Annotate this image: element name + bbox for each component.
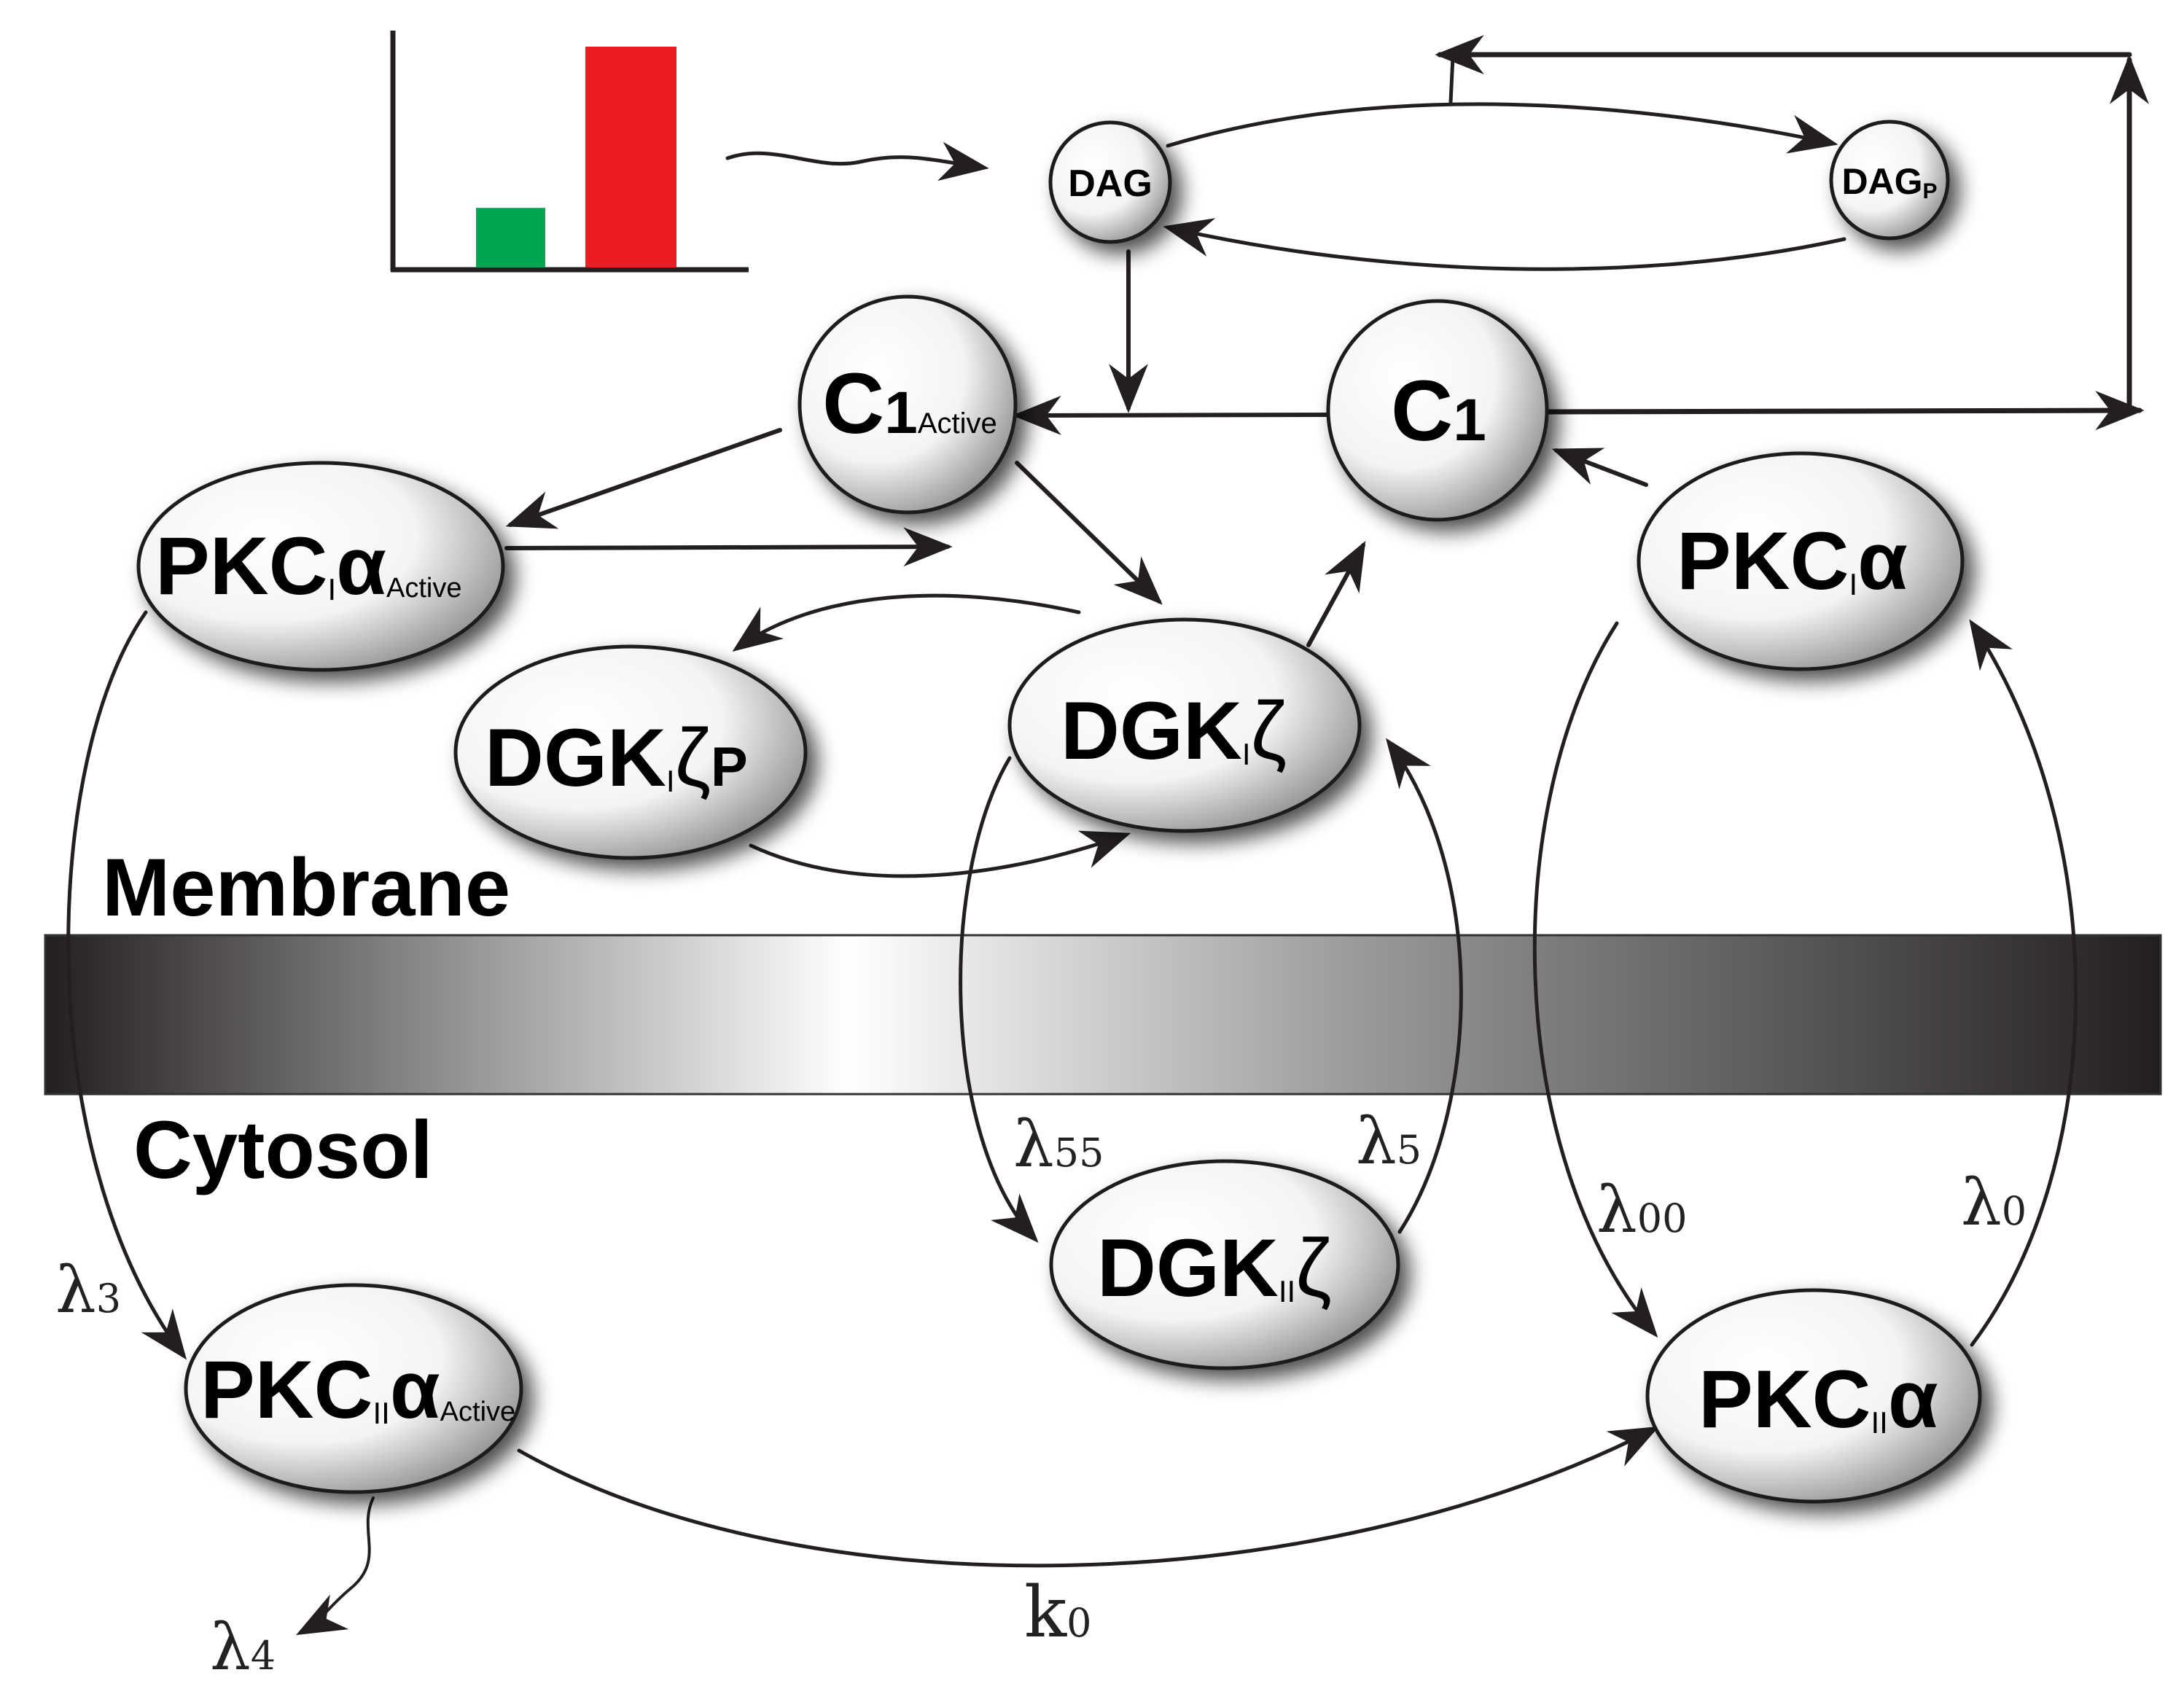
inset-bar-chart: [390, 31, 749, 273]
node-dag-label: DAG: [1068, 163, 1153, 205]
edge-pkcia-to-c1: [1551, 448, 1648, 487]
edge-dgkiz-to-dgkizp: [732, 593, 1081, 652]
edge-pkcia-to-pkciia: [1532, 621, 1658, 1338]
rate-lambda0: λ0: [1961, 1165, 2027, 1240]
edge-c1-to-right: [1545, 391, 2145, 431]
rate-lambda00: λ00: [1596, 1172, 1688, 1247]
edge-top-to-dag-arc: [1448, 55, 1455, 104]
node-dgkiiz: [1049, 1159, 1400, 1370]
nodes: DAG DAGP C1Active C1 PKCIαActive: [136, 120, 1982, 1504]
edge-pkcia-active-to-dgk-loop: [504, 527, 953, 567]
rate-lambda5: λ5: [1356, 1104, 1421, 1179]
node-pkciia: [1645, 1288, 1982, 1504]
edge-c1active-to-pkcia-active: [505, 428, 782, 529]
rate-lambda55: λ55: [1013, 1107, 1104, 1182]
cytosol-label: Cytosol: [133, 1104, 433, 1195]
node-pkcia-label: PKCIα: [1677, 515, 1908, 606]
rate-labels: λ3 λ4 λ55 λ5 λ00 λ0 k0: [55, 1104, 2027, 1685]
node-dgkiz-p: [453, 644, 808, 860]
edge-pkciia-active-to-pkciia: [517, 1426, 1660, 1568]
edge-dgkiz-to-dgkiiz: [959, 756, 1039, 1243]
edge-pkcia-active-to-pkciia-active: [66, 610, 187, 1360]
node-dagp-label: DAGP: [1841, 161, 1937, 203]
node-c1-active-label: C1Active: [822, 356, 997, 452]
edge-dgkizp-to-dgkiz: [749, 830, 1131, 878]
node-dagp: [1829, 120, 1950, 241]
rate-lambda4: λ4: [210, 1609, 276, 1685]
node-c1-label: C1: [1391, 363, 1486, 459]
edge-c1active-to-dgkiz: [1015, 461, 1163, 605]
edge-dagp-to-dag: [1163, 218, 1846, 271]
edge-dgkiz-to-c1: [1306, 541, 1366, 647]
edge-pkciia-to-pkcia: [1969, 619, 2078, 1347]
node-c1: [1326, 299, 1549, 522]
edge-dag-to-dagp: [1166, 102, 1838, 154]
rate-lambda3: λ3: [55, 1252, 121, 1327]
rate-k0: k0: [1024, 1572, 1092, 1653]
membrane-label: Membrane: [102, 842, 510, 933]
node-pkciia-active: [184, 1283, 523, 1494]
node-pkcia-active-label: PKCIαActive: [155, 520, 461, 612]
node-pkciia-active-label: PKCIIαActive: [200, 1344, 515, 1435]
node-dgkiz-p-label: DGKIζP: [485, 712, 748, 803]
node-pkcia: [1637, 451, 1965, 671]
inset-to-dag-arrow: [725, 141, 989, 182]
node-c1-active: [797, 294, 1018, 515]
edges: [66, 35, 2149, 1636]
edge-pkciia-active-degradation: [296, 1496, 375, 1636]
inset-bar-green: [476, 208, 545, 268]
node-dgkiz: [1007, 617, 1362, 833]
node-pkciia-label: PKCIIα: [1699, 1354, 1938, 1445]
node-dgkiz-label: DGKIζ: [1061, 685, 1287, 776]
edge-dgkiiz-to-dgkiz: [1385, 738, 1463, 1234]
node-dag: [1048, 120, 1172, 244]
node-dgkiiz-label: DGKIIζ: [1097, 1222, 1332, 1314]
node-pkcia-active: [136, 461, 505, 672]
membrane-band: [44, 934, 2162, 1096]
inset-bar-red: [585, 47, 676, 268]
